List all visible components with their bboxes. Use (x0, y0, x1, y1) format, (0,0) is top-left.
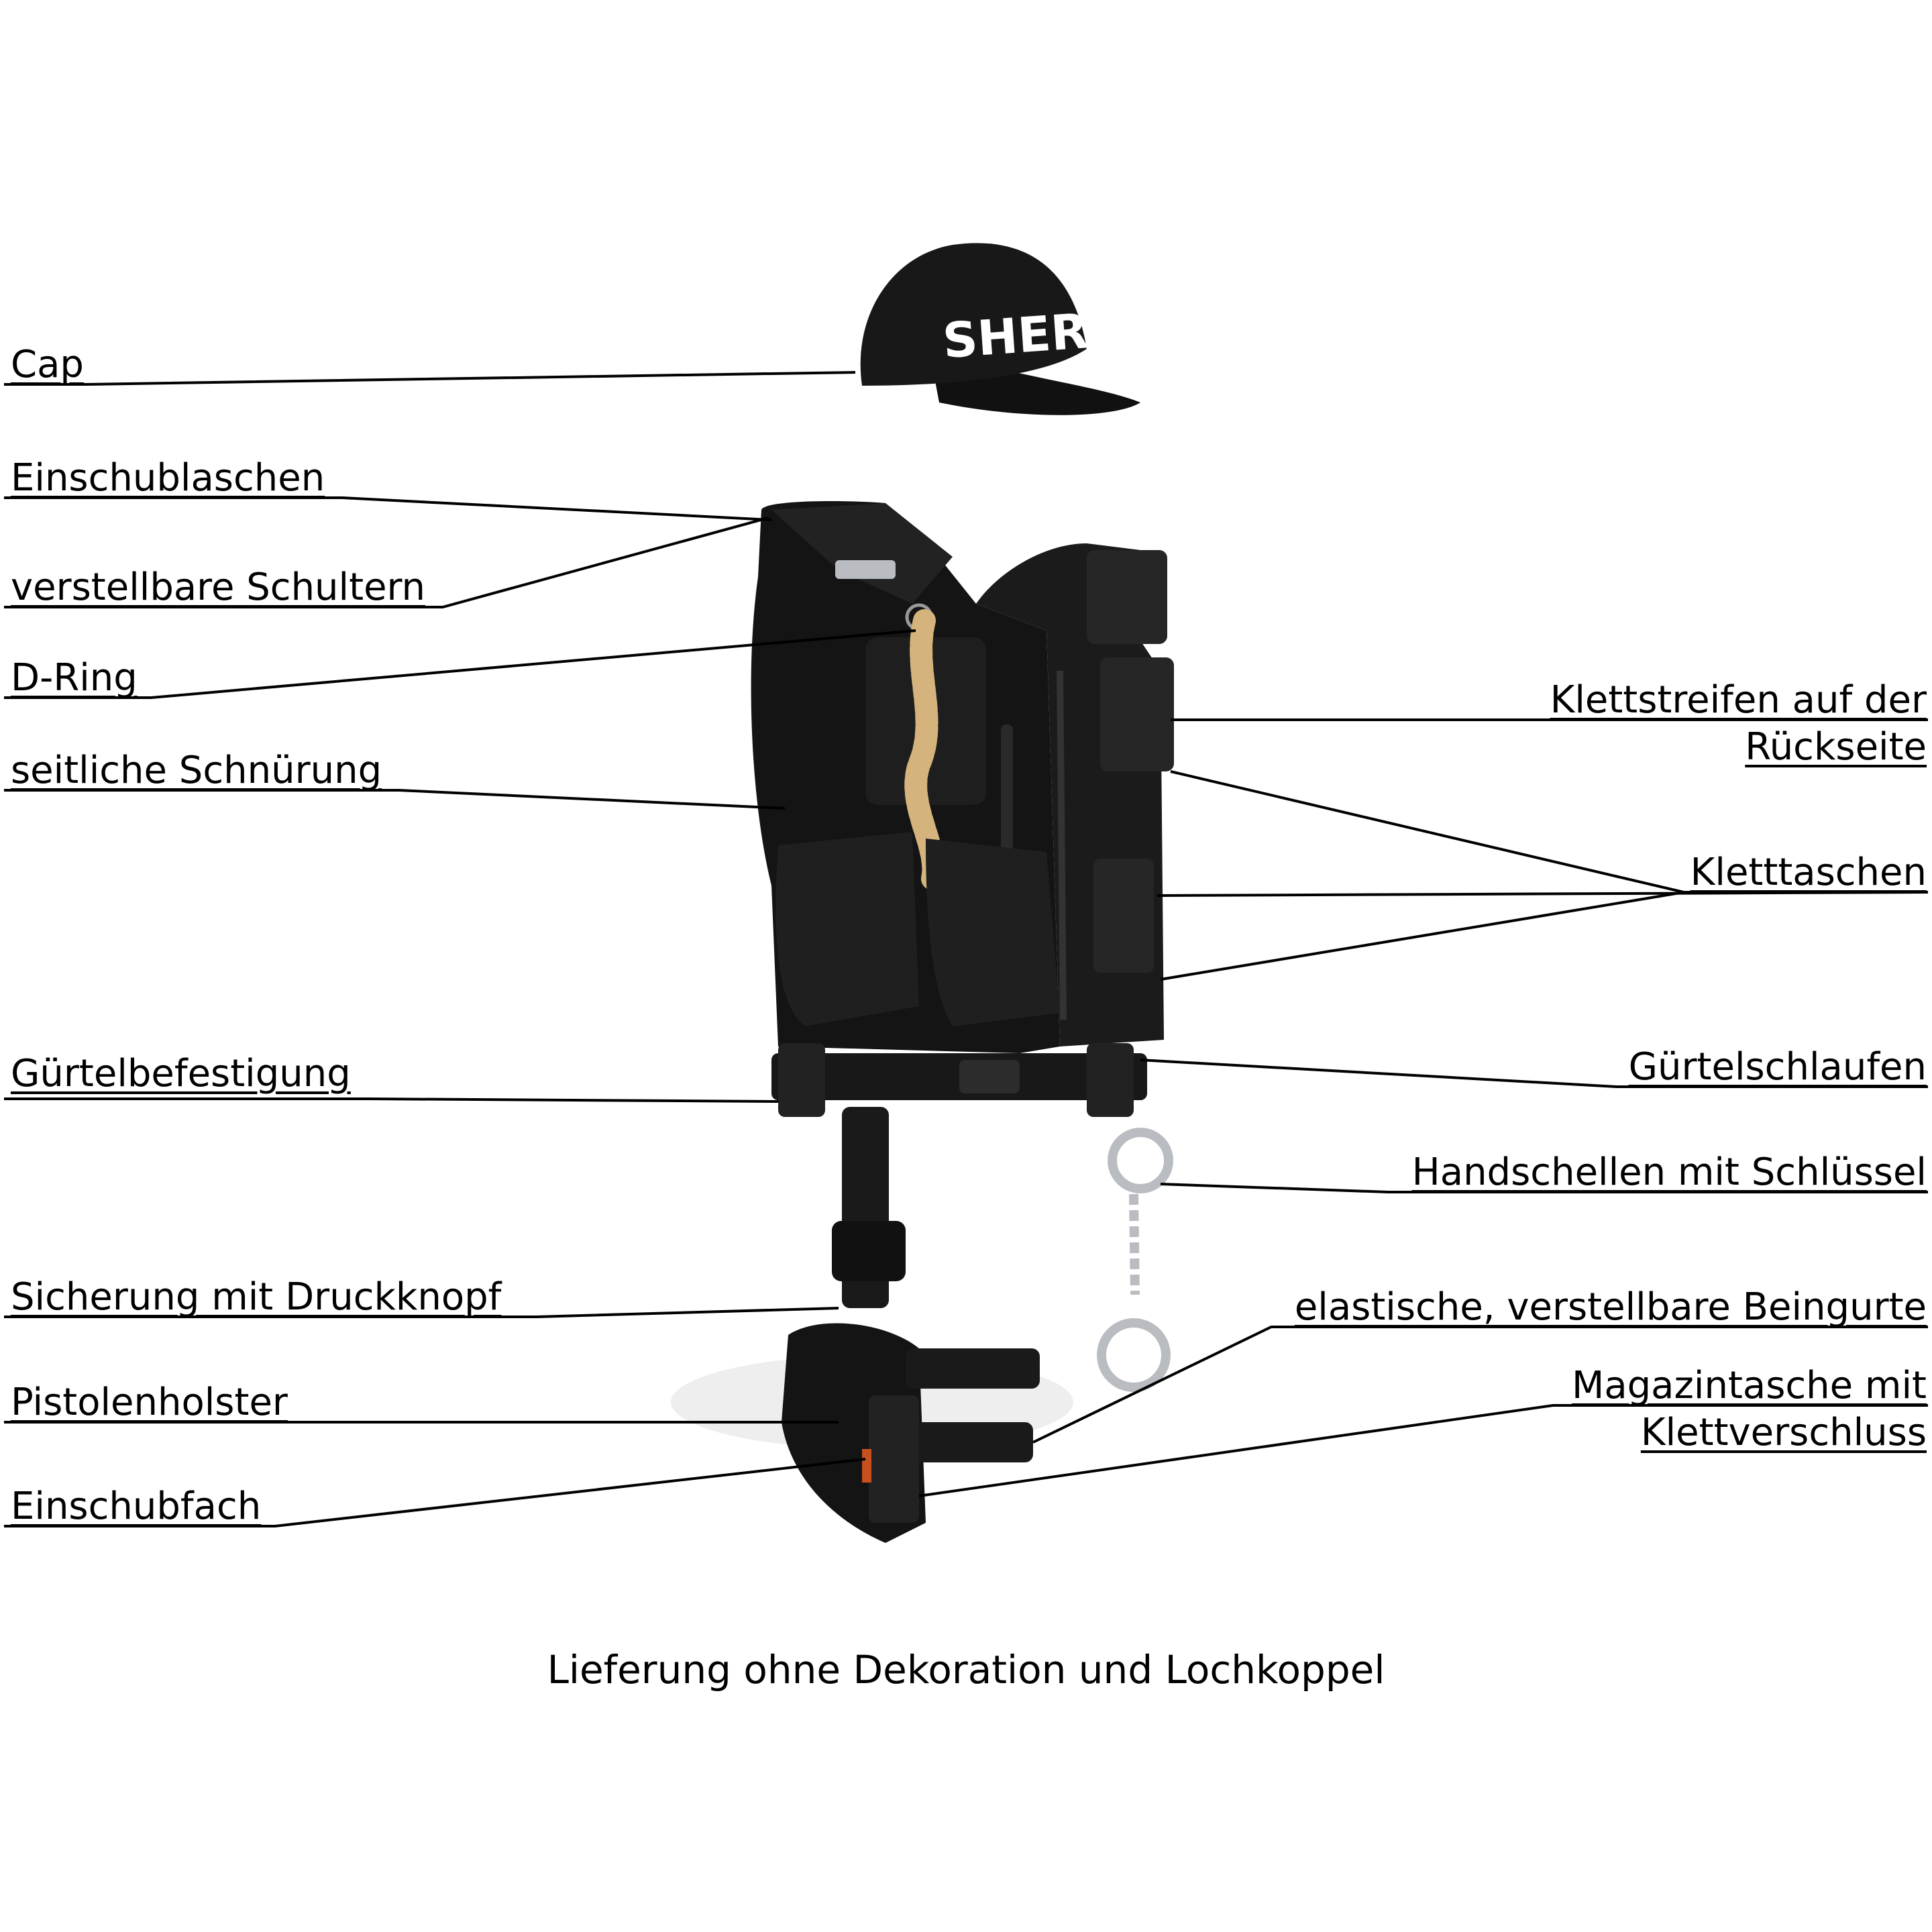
label-d-ring: D-Ring (11, 656, 138, 700)
handcuff-upper-ring (1108, 1128, 1173, 1193)
belt-loop-left (778, 1043, 825, 1117)
label-beingurte-line1: elastische, verstellbare Beingurte (1294, 1285, 1927, 1329)
leader-schnuerung (4, 789, 786, 810)
quick-release-buckle (832, 1221, 906, 1281)
leader-einschublaschen (4, 496, 772, 521)
leader-guertelbefestigung (4, 1097, 779, 1103)
belt-loop-right (1087, 1043, 1134, 1117)
leg-strap-lower (906, 1422, 1033, 1462)
label-guertelschlaufen: Gürtelschlaufen (1629, 1046, 1927, 1088)
side-pouch-mid (1100, 657, 1174, 771)
leader-beingurte (1032, 1326, 1928, 1444)
handcuff-lower-ring (1097, 1318, 1171, 1392)
brand-tag (862, 1449, 871, 1483)
shoulder-strap (771, 503, 953, 604)
label-sicherung-mit-druckknopf: Sicherung mit Druckknopf (11, 1275, 502, 1319)
leader-cap (4, 371, 856, 386)
label-klettstreifen: Klettstreifen auf der Rückseite (1550, 680, 1927, 768)
leader-sicherung (4, 1307, 839, 1318)
belt-buckle (959, 1060, 1020, 1093)
label-handschellen-line1: Handschellen mit Schlüssel (1411, 1150, 1927, 1194)
leader-schultern (4, 517, 769, 608)
label-klettstreifen-line2: Rückseite (1745, 725, 1927, 769)
cap-illustration: SHERIFF (860, 243, 1173, 415)
belt-illustration (771, 1043, 1147, 1117)
handcuffs-illustration (1097, 1128, 1173, 1392)
lower-pouch-left (775, 832, 919, 1026)
label-pistolenholster: Pistolenholster (11, 1381, 288, 1424)
leader-magazintasche (918, 1404, 1928, 1497)
label-cap: Cap (11, 343, 84, 386)
leader-einschubfach (4, 1458, 866, 1527)
leader-klettaschen-3 (1160, 891, 1928, 981)
label-magazintasche-line1: Magazintasche mit (1572, 1364, 1927, 1407)
magazine-pouch (869, 1395, 919, 1523)
leg-strap-upper (906, 1348, 1040, 1389)
label-verstellbare-schultern: verstellbare Schultern (11, 566, 426, 609)
label-guertelschlaufen-line1: Gürtelschlaufen (1628, 1045, 1927, 1089)
cap-crown (860, 243, 1087, 386)
label-handschellen: Handschellen mit Schlüssel (1412, 1152, 1927, 1193)
label-einschublaschen: Einschublaschen (11, 456, 325, 500)
leader-d-ring (4, 629, 916, 699)
label-beingurte: elastische, verstellbare Beingurte (1295, 1287, 1927, 1328)
handcuff-chain (1129, 1193, 1140, 1295)
label-einschubfach: Einschubfach (11, 1485, 262, 1528)
side-pouch-top (1087, 550, 1167, 644)
label-klettaschen: Kletttaschen (1690, 852, 1927, 894)
label-magazintasche-line2: Klettverschluss (1640, 1411, 1927, 1454)
label-guertelbefestigung: Gürtelbefestigung (11, 1052, 351, 1095)
label-magazintasche: Magazintasche mit Klettverschluss (1572, 1365, 1927, 1454)
zipper (1057, 670, 1067, 1020)
leader-lines (4, 371, 1929, 1527)
label-seitliche-schnuerung: seitliche Schnürung (11, 749, 382, 792)
leader-guertelschlaufen (1140, 1059, 1928, 1088)
side-pouch-low (1093, 859, 1154, 973)
footer-note: Lieferung ohne Dekoration und Lochkoppel (547, 1647, 1385, 1693)
label-klettaschen-line1: Kletttaschen (1690, 851, 1927, 894)
shoulder-buckle (835, 560, 896, 579)
leg-holster-illustration (782, 1107, 1040, 1543)
label-klettstreifen-line1: Klettstreifen auf der (1550, 678, 1927, 722)
vest-illustration (751, 501, 1174, 1053)
lower-pouch-right (926, 839, 1060, 1026)
leader-handschellen (1160, 1183, 1928, 1193)
